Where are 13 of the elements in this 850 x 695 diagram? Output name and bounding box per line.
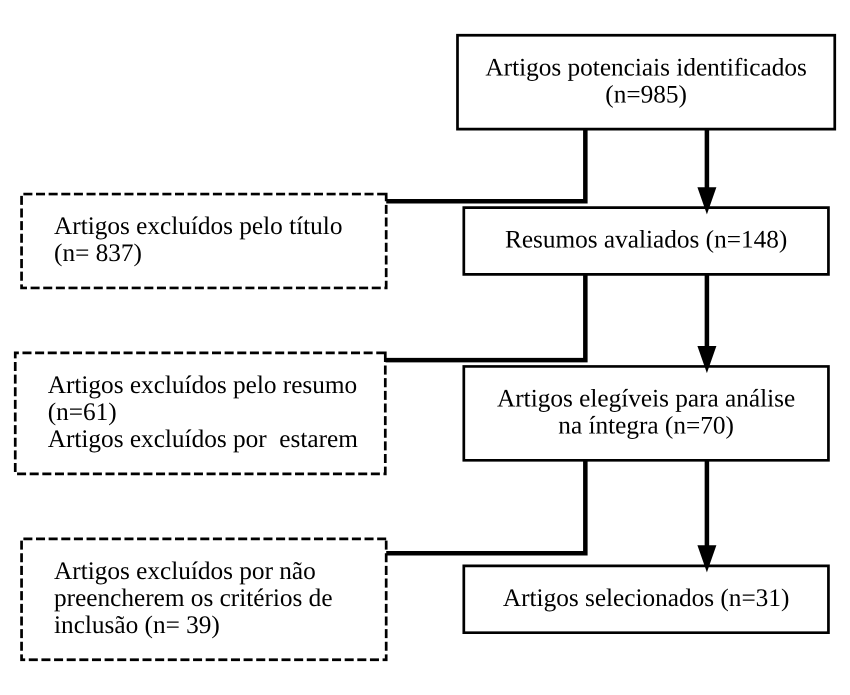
arrow (697, 275, 716, 374)
arrow (697, 460, 716, 572)
node-box: Artigos excluídos por não preencherem os critérios de inclusão (n= 39) (20, 537, 388, 662)
node-box: Resumos avaliados (n=148) (462, 206, 830, 276)
node-box: Artigos excluídos pelo título (n= 837) (20, 192, 388, 290)
node-box: Artigos potenciais identificados (n=985) (456, 34, 836, 130)
connector (386, 129, 588, 204)
connector (386, 460, 588, 556)
node-box: Artigos selecionados (n=31) (462, 564, 830, 634)
arrow (697, 130, 716, 214)
node-box: Artigos elegíveis para análise na íntegra (n=70) (462, 365, 830, 462)
connector (385, 274, 588, 362)
node-box: Artigos excluídos pelo resumo (n=61) Artigos excluídos por estarem (14, 352, 387, 476)
